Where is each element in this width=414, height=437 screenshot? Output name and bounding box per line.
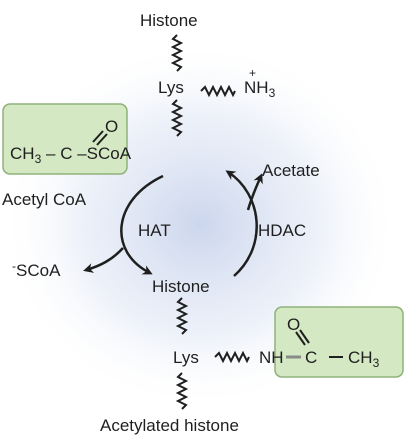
acetyl-coa-structure: CH3 – C –SCoA [10, 145, 131, 165]
carbonyl-bond-bottom [295, 331, 306, 346]
bottom-carbon: C [305, 348, 318, 367]
lys-sidechain-top [200, 84, 236, 98]
acetylated-histone-caption: Acetylated histone [100, 416, 239, 435]
top-nh: NH [244, 78, 269, 97]
bottom-ch3-sub: 3 [372, 356, 380, 370]
carbonyl-bond-bottom-2 [299, 329, 310, 344]
acetyl-carbon: C [60, 144, 73, 163]
bottom-nh: NH [259, 348, 284, 367]
acetyl-group-box-top [2, 103, 128, 175]
acetate-label: Acetate [262, 161, 320, 180]
acetyl-oxygen: O [105, 117, 119, 136]
top-nh-sub: 3 [268, 86, 276, 100]
hat-arrow [120, 174, 164, 275]
hdac-arrow [225, 170, 258, 277]
carbonyl-bond-top [92, 130, 104, 143]
acetyl-group-box-bottom [274, 306, 404, 378]
scoa-text: SCoA [16, 261, 61, 280]
histone-chain-bottom [175, 297, 189, 335]
center-histone-label: Histone [152, 277, 210, 296]
top-charge: + [249, 66, 257, 80]
bottom-methyl: CH3 [348, 349, 379, 369]
acetyl-coa-caption: Acetyl CoA [2, 190, 87, 209]
top-ammonium: +NH3 [244, 67, 276, 100]
acetate-release-arrow [246, 173, 263, 211]
lys-sidechain-bottom [214, 350, 250, 364]
hat-label: HAT [138, 221, 171, 240]
acetyl-scoa: SCoA [86, 144, 132, 163]
acetyl-dash-2: – [77, 144, 87, 163]
top-histone-label: Histone [140, 11, 198, 30]
scoa-release-arrow [83, 247, 124, 273]
top-lys-label: Lys [158, 78, 184, 97]
acetyl-ch3-sub: 3 [34, 152, 42, 166]
acetyl-dash: – [45, 144, 56, 163]
scoa-charge: - [12, 259, 16, 273]
released-scoa: -SCoA [12, 259, 61, 280]
bottom-lys-label: Lys [173, 348, 199, 367]
histone-chain-top [170, 34, 184, 72]
carbonyl-bond-top-2 [96, 133, 108, 146]
bottom-ch3: CH [348, 348, 373, 367]
acetylated-chain-bottom [175, 372, 189, 410]
lys-chain-top [170, 99, 184, 137]
acetyl-ch3: CH [10, 144, 35, 163]
hdac-label: HDAC [258, 221, 307, 240]
bottom-oxygen: O [287, 315, 301, 334]
